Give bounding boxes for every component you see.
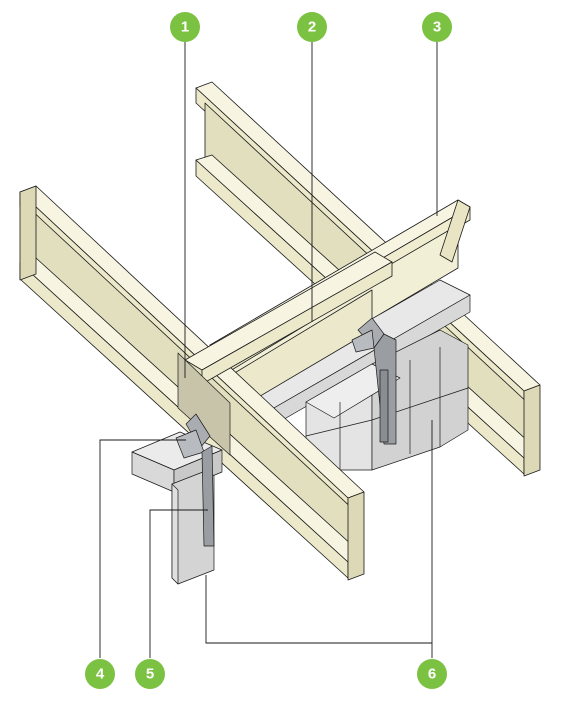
svg-text:6: 6 (428, 666, 436, 683)
svg-text:1: 1 (181, 19, 189, 36)
callout-5: 5 (135, 659, 165, 689)
callout-6: 6 (417, 659, 447, 689)
leader-lines (99, 42, 438, 658)
svg-text:3: 3 (433, 19, 441, 36)
leader-line-4 (99, 439, 186, 658)
bearing-plate (177, 352, 231, 456)
callout-3: 3 (422, 12, 452, 42)
callout-4: 4 (85, 659, 115, 689)
leader-line-5 (149, 509, 208, 658)
svg-text:5: 5 (146, 666, 154, 683)
svg-text:4: 4 (96, 666, 105, 683)
callout-1: 1 (170, 12, 200, 42)
joist-hanger-right (351, 317, 397, 445)
leader-line-6 (205, 575, 433, 658)
svg-text:2: 2 (308, 19, 316, 36)
joist-hanger-left (175, 413, 215, 547)
callout-2: 2 (297, 12, 327, 42)
